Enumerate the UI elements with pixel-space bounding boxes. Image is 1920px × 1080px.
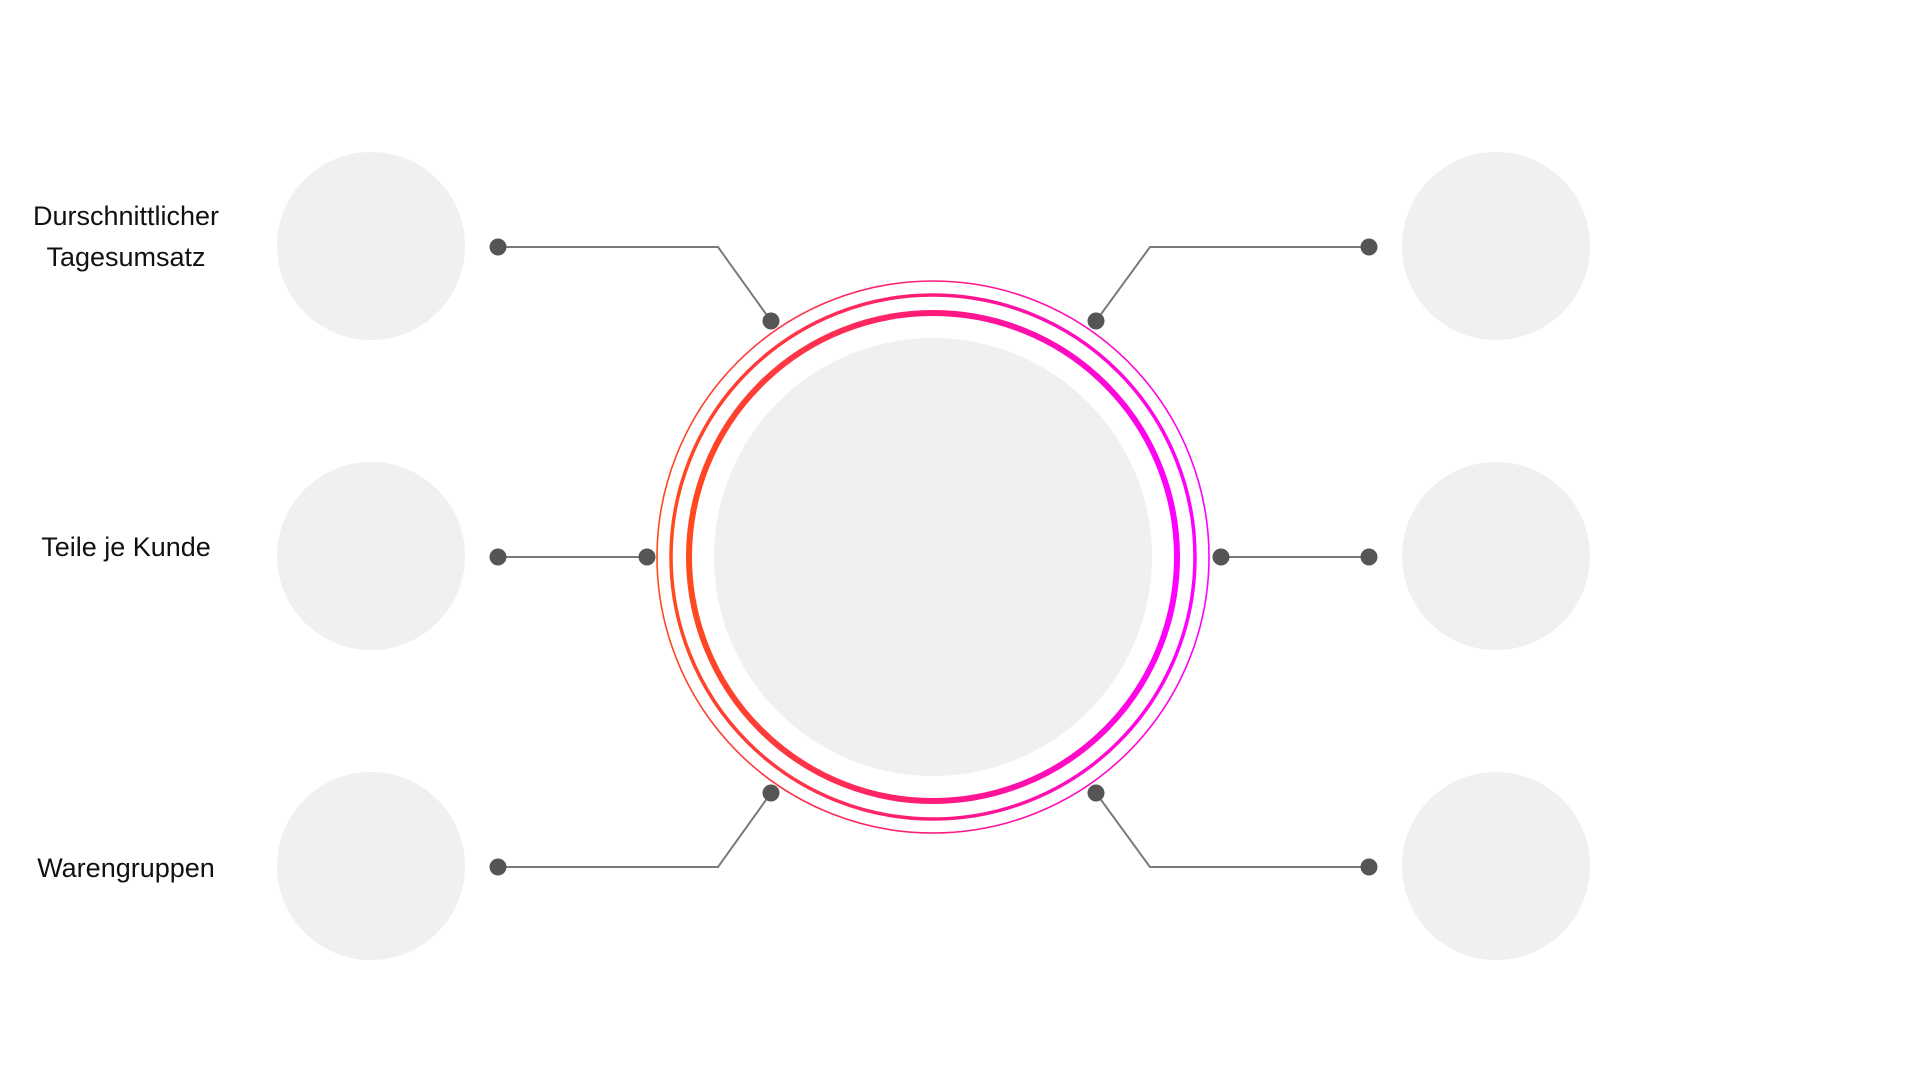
connector-dot [638, 548, 656, 566]
connector-dot [489, 858, 507, 876]
connector-dot [762, 312, 780, 330]
connector-left-top [498, 246, 772, 322]
label-line-2: Tagesumsatz [46, 242, 206, 272]
placeholder-circle-left-bottom [277, 772, 465, 960]
placeholder-circle-left-middle [277, 462, 465, 650]
connector-dot [762, 784, 780, 802]
connector-right-bottom [1095, 792, 1369, 868]
placeholder-circle-right-top [1402, 152, 1590, 340]
label-average-daily-revenue: Durschnittlicher Tagesumsatz [0, 196, 256, 278]
hub-inner-ring [686, 310, 1180, 804]
connector-dot [1360, 238, 1378, 256]
hub-center-circle [714, 338, 1152, 776]
placeholder-circle-right-bottom [1402, 772, 1590, 960]
hub-middle-ring [669, 293, 1197, 821]
connector-dot [1087, 312, 1105, 330]
connector-right-top [1095, 246, 1369, 322]
connector-dot [1212, 548, 1230, 566]
label-line-1: Durschnittlicher [32, 201, 220, 231]
placeholder-circle-right-middle [1402, 462, 1590, 650]
connector-dot [489, 548, 507, 566]
connector-dot [1360, 858, 1378, 876]
connector-dot [1087, 784, 1105, 802]
hub-outer-ring [656, 280, 1210, 834]
connector-dot [489, 238, 507, 256]
label-product-groups: Warengruppen [37, 853, 215, 883]
connector-dot [1360, 548, 1378, 566]
connector-left-bottom [498, 792, 772, 868]
label-parts-per-customer: Teile je Kunde [41, 532, 211, 562]
placeholder-circle-left-top [277, 152, 465, 340]
